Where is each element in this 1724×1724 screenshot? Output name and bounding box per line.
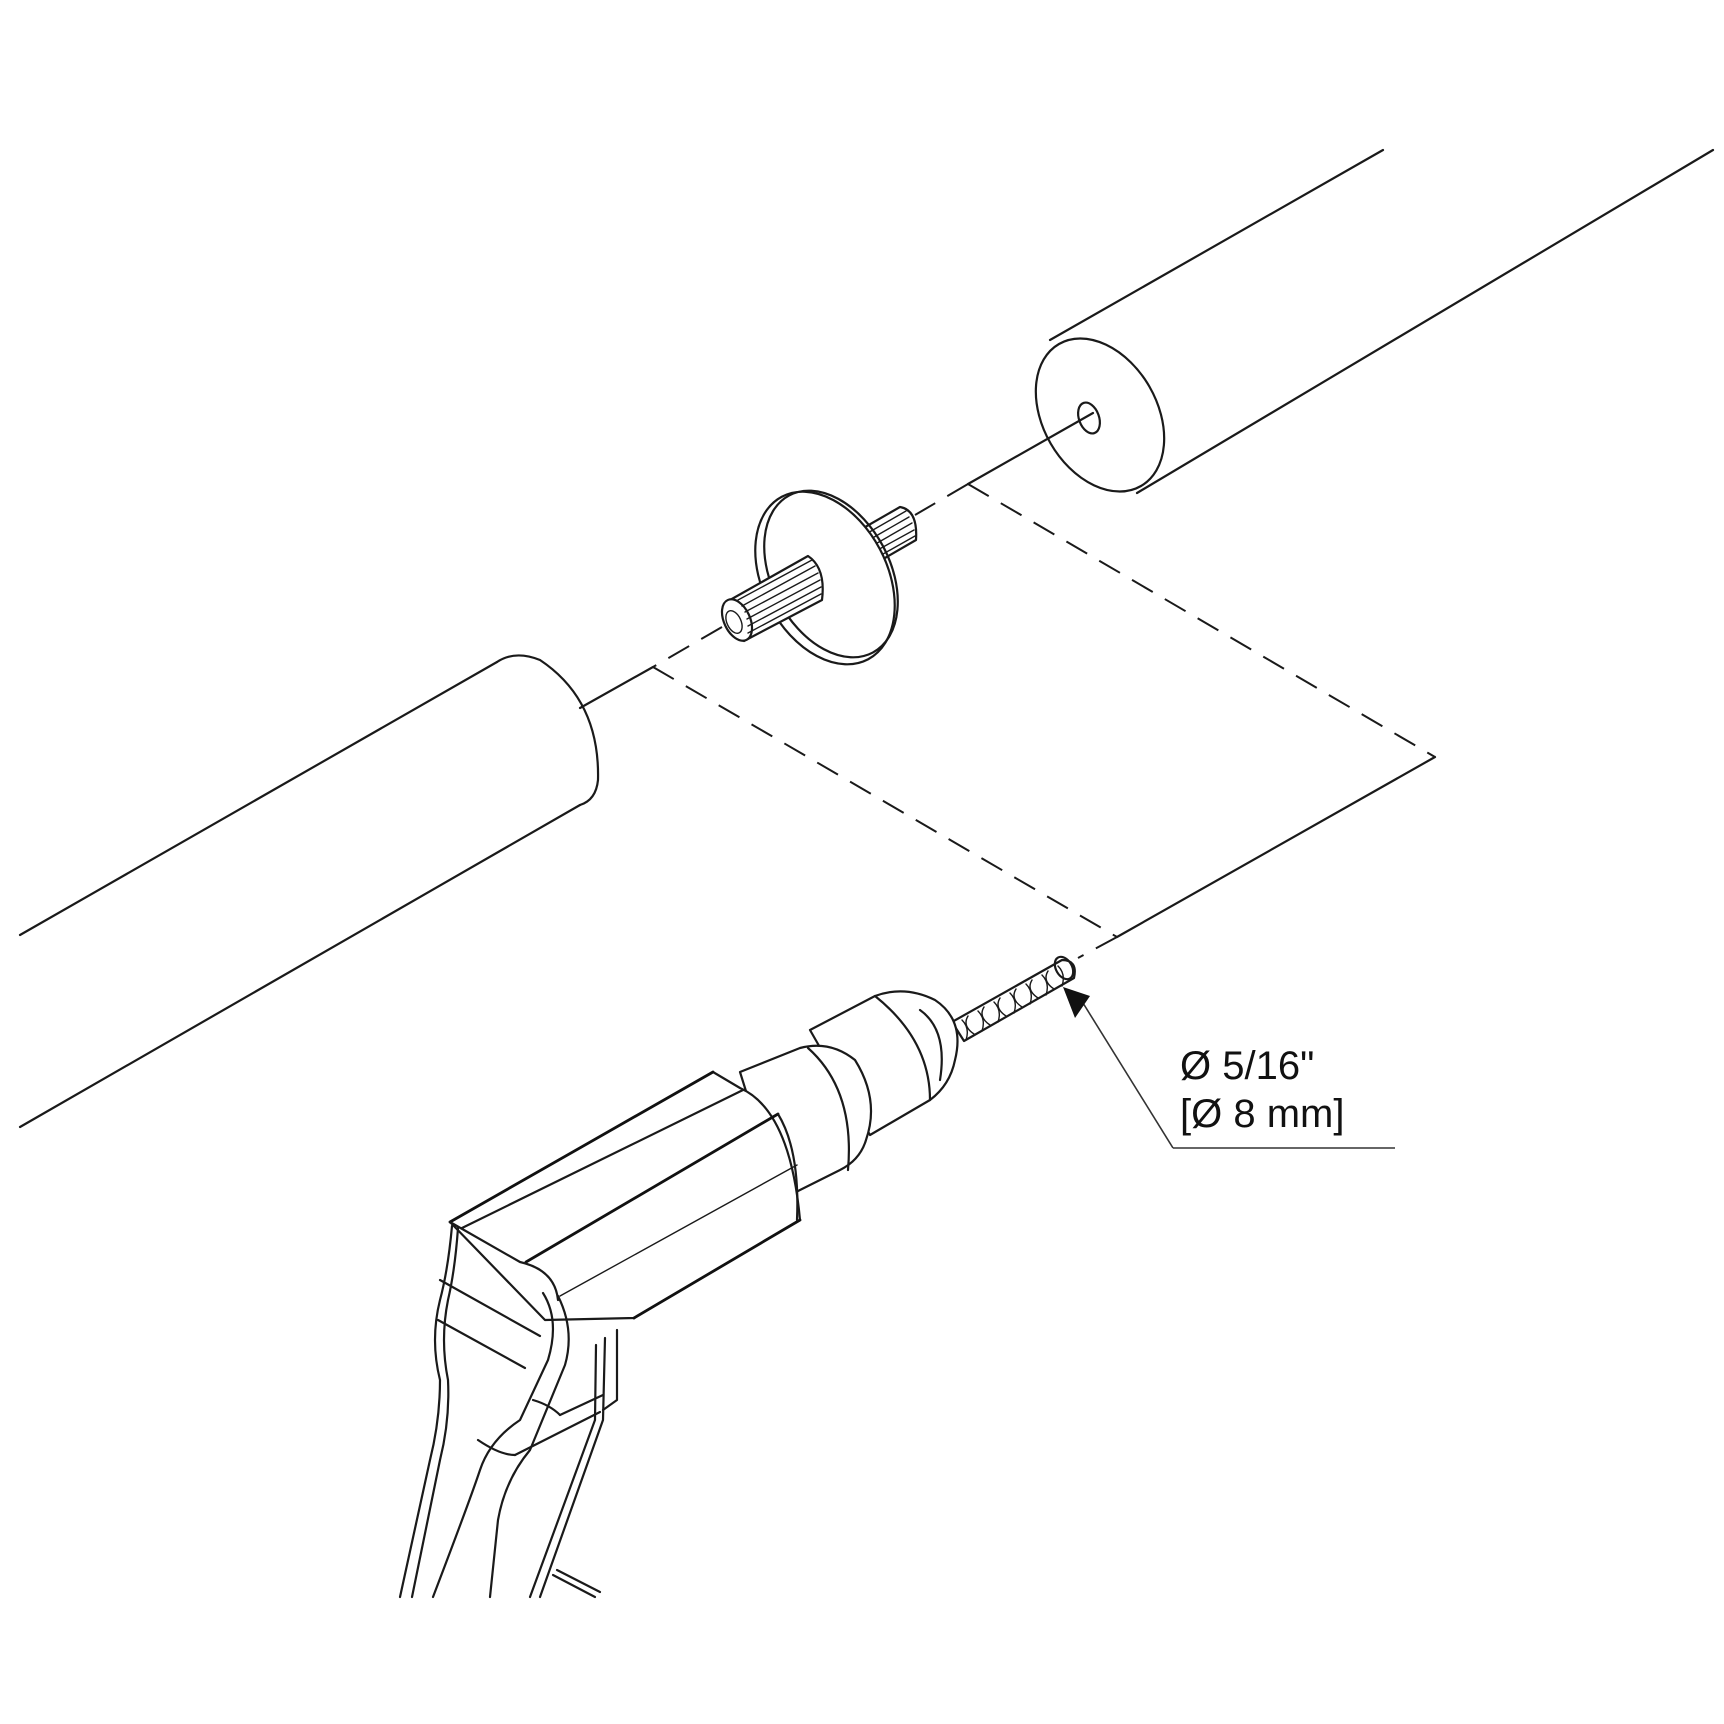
drill-bit <box>950 955 1076 1043</box>
projection-line <box>1115 755 1437 939</box>
centerline-upper <box>914 411 1436 758</box>
dimension-callout-leader <box>1063 987 1395 1149</box>
splined-dowel-connector <box>720 489 918 666</box>
callout-metric-size: [Ø 8 mm] <box>1180 1092 1345 1136</box>
power-drill <box>398 990 959 1599</box>
lower-rail-tube <box>18 654 600 1129</box>
drill-bit-size-callout: Ø 5/16" [Ø 8 mm] <box>1180 1042 1344 1138</box>
upper-rail-tube <box>1034 148 1715 495</box>
centerline-lower <box>578 626 1118 959</box>
arrowhead-icon <box>1063 987 1090 1018</box>
callout-imperial-size: Ø 5/16" <box>1180 1044 1315 1088</box>
